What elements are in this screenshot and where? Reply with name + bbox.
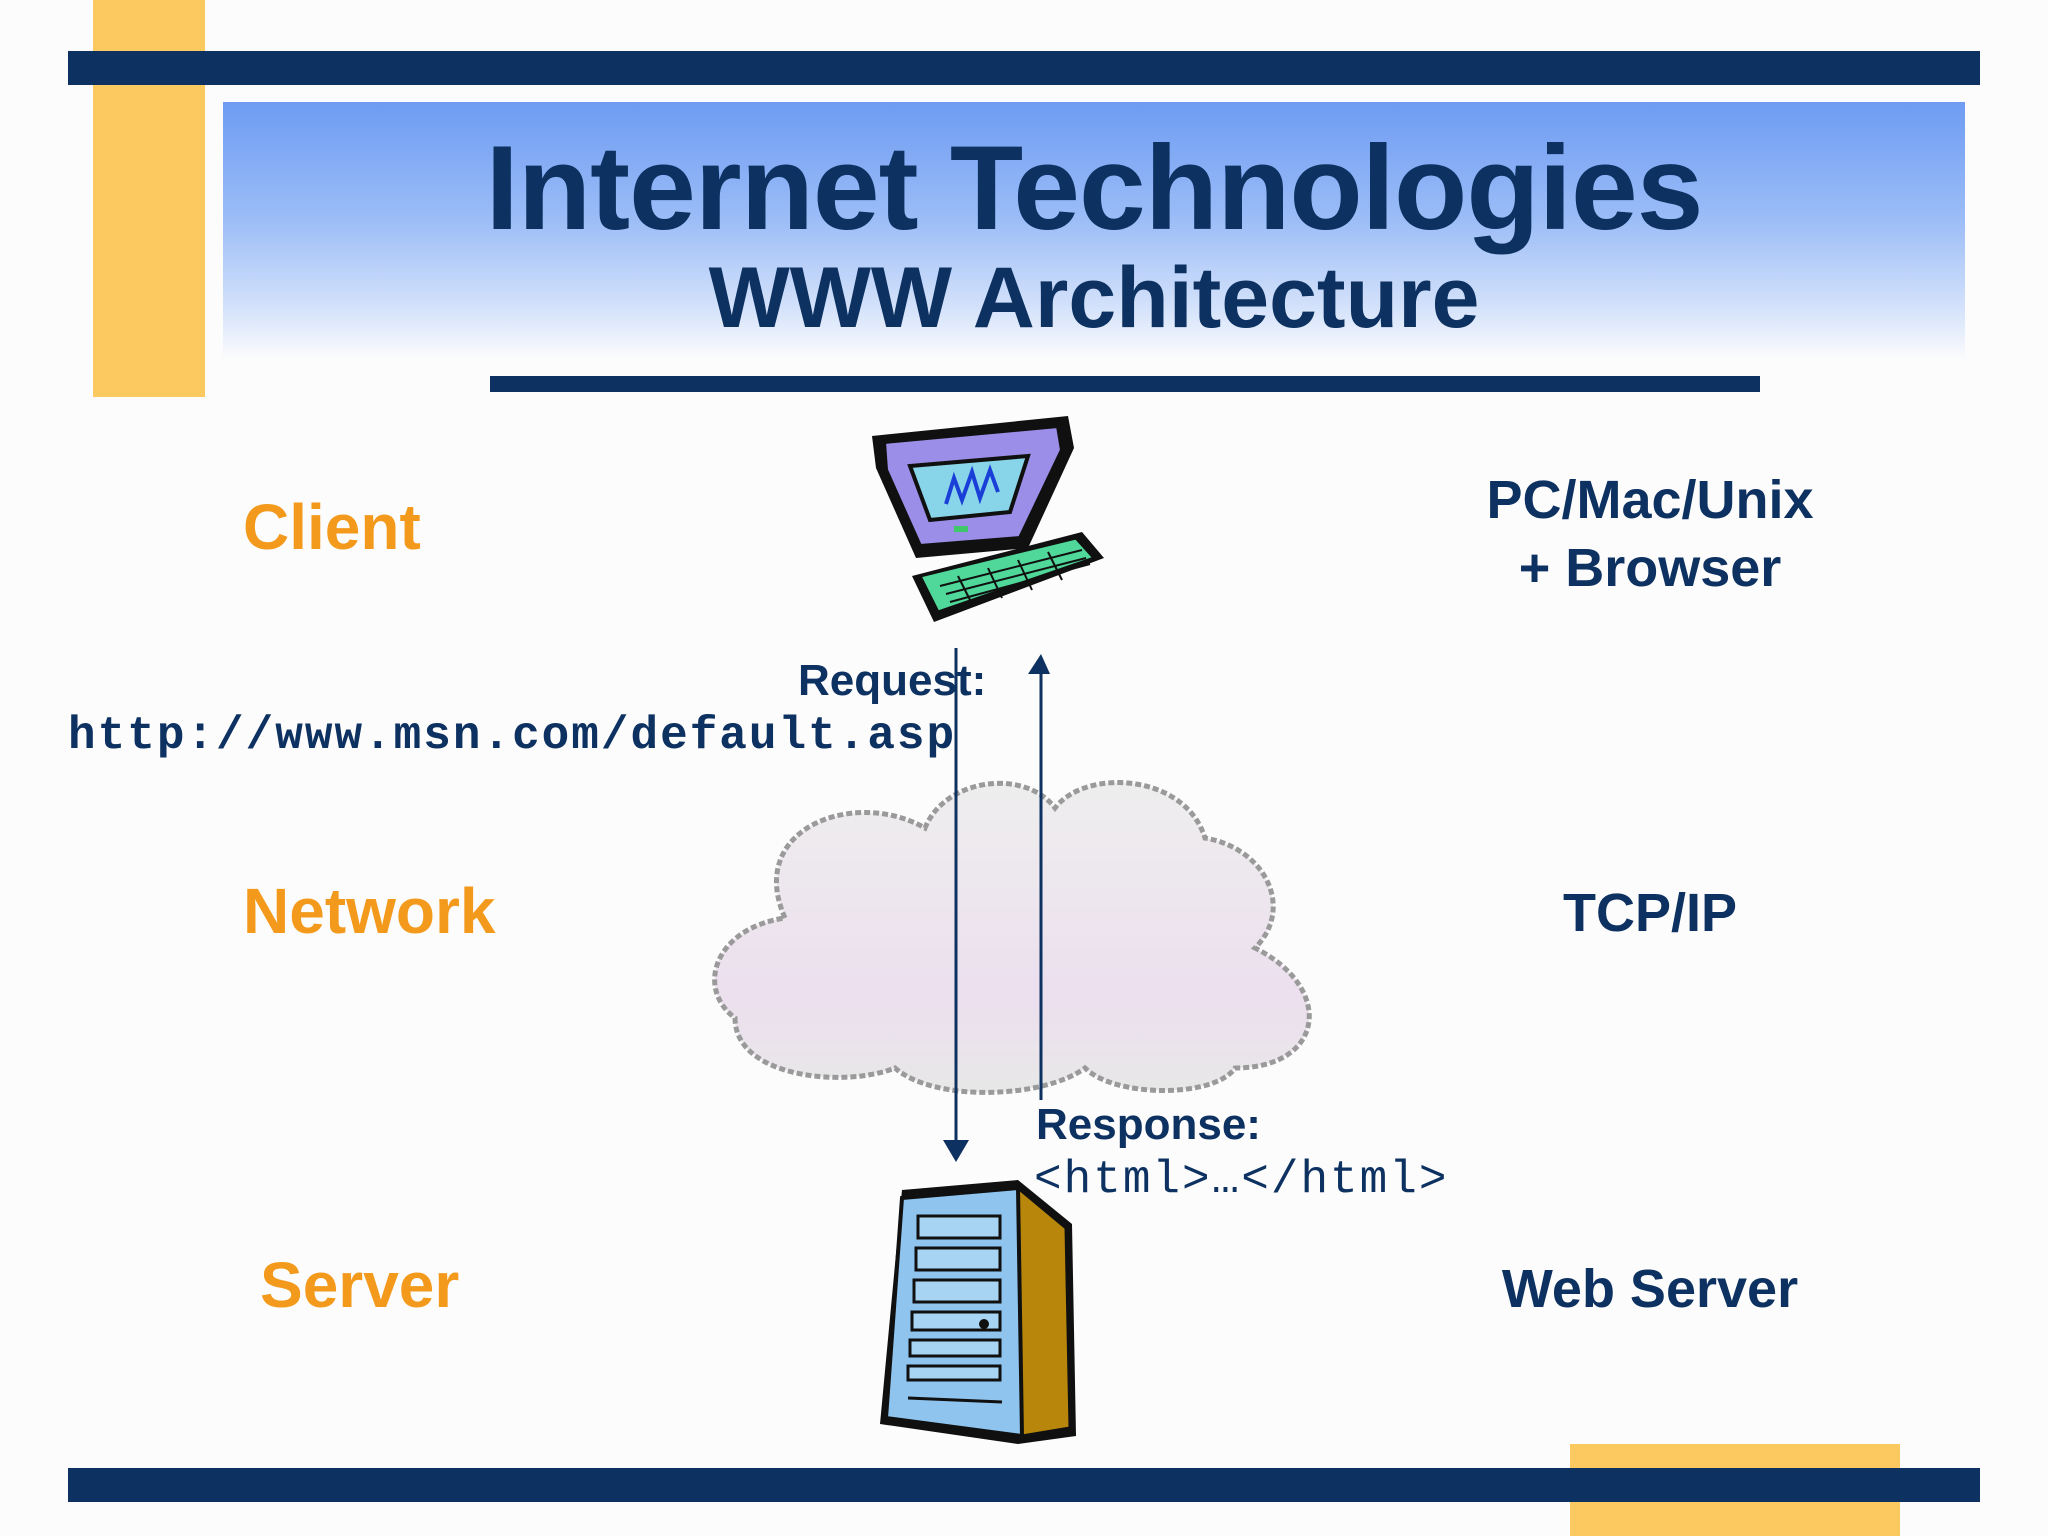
response-label: Response: [1036, 1100, 1261, 1149]
client-platform-line2: + Browser [1518, 538, 1782, 598]
bottom-rule [68, 1468, 1980, 1502]
response-arrowhead [1028, 654, 1050, 674]
cloud-icon [712, 780, 1312, 1095]
tier-label-network: Network [243, 875, 496, 947]
network-protocol-label: TCP/IP [1562, 883, 1738, 943]
request-arrowhead [943, 1140, 969, 1162]
response-body: <html>…</html> [1034, 1154, 1449, 1206]
server-type-label: Web Server [1501, 1259, 1799, 1319]
page-title: Internet Technologies [485, 121, 1704, 255]
request-response-arrows [943, 648, 1050, 1162]
computer-icon [872, 416, 1104, 622]
request-label: Request: [798, 656, 987, 705]
tier-label-server: Server [260, 1249, 460, 1321]
request-url: http://www.msn.com/default.asp [68, 710, 957, 762]
client-platform-label: PC/Mac/Unix + Browser [1440, 466, 1860, 602]
top-rule [68, 51, 1980, 85]
page-subtitle: WWW Architecture [708, 250, 1480, 346]
client-platform-line1: PC/Mac/Unix [1486, 470, 1814, 530]
title-underline [490, 376, 1760, 392]
title-band [223, 102, 1965, 360]
tier-label-client: Client [243, 491, 421, 563]
server-tower-icon [880, 1180, 1076, 1444]
